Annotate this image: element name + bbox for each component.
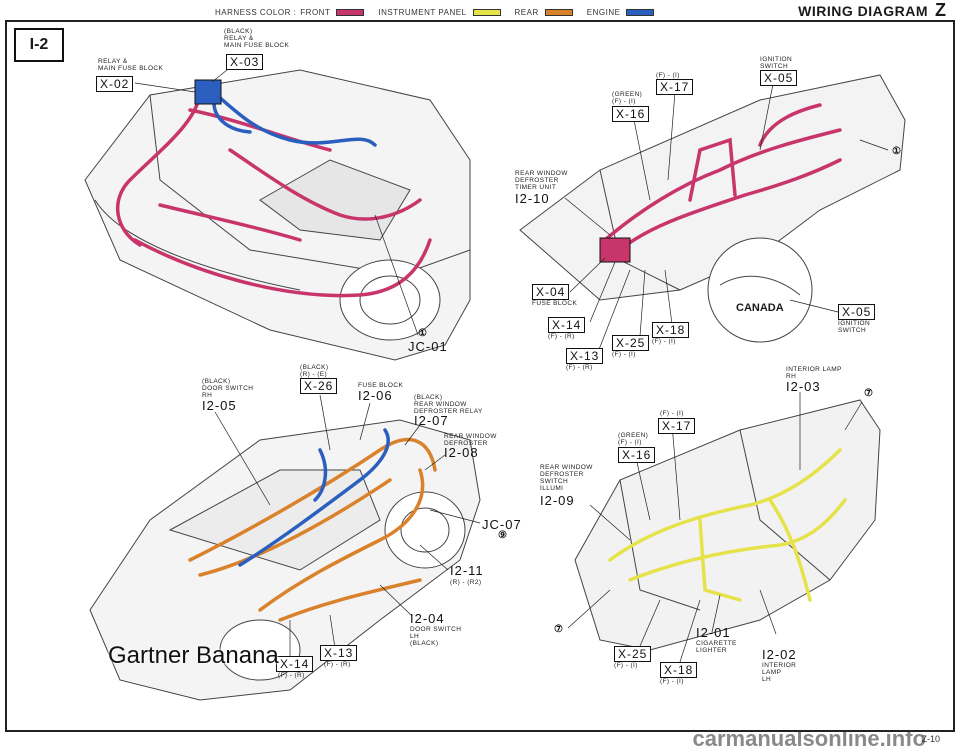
rear-callout-9: ⑨ [498,530,507,541]
rear-engine-harness [238,428,390,567]
connector-x18-ip: X-18 [660,662,698,678]
ip-leader-lines [567,392,863,663]
connector-x16-ip: X-16 [618,447,656,463]
legend-engine-swatch [626,9,655,16]
connector-x13-dash: X-13 [566,348,604,364]
connector-i202: I2-02 [762,647,797,662]
x16-pin-label: (GREEN) (F) - (I) [612,91,643,105]
connector-x02: X-02 [96,76,134,92]
ignition-switch-label: IGNITION SWITCH [760,56,793,70]
fuse-block-label-rear: FUSE BLOCK [358,382,404,389]
connector-x18-dash: X-18 [652,322,690,338]
x13-pin-label-dash: (F) - (R) [566,364,593,371]
x14-pin-label-dash: (F) - (R) [548,333,575,340]
rear-defroster-label: REAR WINDOW DEFROSTER [444,433,497,447]
ignition-switch-label-canada: IGNITION SWITCH [838,320,871,334]
x18-pin-label-dash: (F) - (I) [652,338,676,345]
x25-pin-label-dash: (F) - (I) [612,351,636,358]
door-switch-rh-label: (BLACK) DOOR SWITCH RH [202,378,254,399]
connector-i210: I2-10 [515,191,550,206]
connector-i204: I2-04 [410,611,445,626]
diagram-frame [5,20,955,732]
connector-i211: I2-11 [450,563,484,578]
connector-i201: I2-01 [696,625,731,640]
cigarette-lighter-label: CIGARETTE LIGHTER [696,640,737,654]
front-harness [115,88,432,298]
connector-x05-dash: X-05 [760,70,798,86]
defroster-relay-label: (BLACK) REAR WINDOW DEFROSTER RELAY [414,394,483,415]
ip-callout-7a: ⑦ [864,388,873,399]
x17-pin-label: (F) - (I) [656,72,680,79]
rear-leader-lines [214,394,481,660]
page-title: WIRING DIAGRAM [798,3,928,19]
legend-engine-label: ENGINE [586,8,621,17]
page-id-badge: I-2 [14,28,64,62]
connector-x03: X-03 [226,54,264,70]
ip-harness [608,448,847,602]
legend-prefix: HARNESS COLOR : [215,8,297,17]
connector-x04: X-04 [532,284,570,300]
section-letter: Z [935,0,946,20]
x13-pin-label-rear: (F) - (R) [324,661,351,668]
connector-x05-canada: X-05 [838,304,876,320]
x17-pin-label-ip: (F) - (I) [660,410,684,417]
connector-i209: I2-09 [540,493,575,508]
interior-lamp-rh-label: INTERIOR LAMP RH [786,366,842,380]
fuse-block-label: FUSE BLOCK [532,300,578,307]
x16-pin-label-ip: (GREEN) (F) - (I) [618,432,649,446]
connector-i205: I2-05 [202,398,237,413]
connector-x13-rear: X-13 [320,645,358,661]
canada-inset-label: CANADA [736,302,784,314]
connector-i203: I2-03 [786,379,821,394]
i211-pin-label: (R) - (R2) [450,579,482,586]
ip-outline [574,399,881,651]
junction-jc01: JC-01 [408,339,448,354]
page-number: Z-10 [921,734,940,744]
rear-car-outline [89,419,481,701]
defroster-switch-illumi-label: REAR WINDOW DEFROSTER SWITCH ILLUMI [540,464,593,492]
connector-x16-dash: X-16 [612,106,650,122]
connector-x26: X-26 [300,378,338,394]
interior-lamp-lh-label: INTERIOR LAMP LH [762,662,797,683]
x25-pin-label-ip: (F) - (I) [614,662,638,669]
rear-harness [188,438,437,622]
footer-site-watermark: carmanualsonline.info [692,726,927,751]
legend-rear-label: REAR [514,8,539,17]
connector-x25-ip: X-25 [614,646,652,662]
defroster-timer-label: REAR WINDOW DEFROSTER TIMER UNIT [515,170,568,191]
legend-front-label: FRONT [300,8,331,17]
dash-harness [603,103,842,252]
dash-leader-lines [564,83,889,353]
x14-pin-label-rear: (F) - (R) [278,672,305,679]
connector-i208: I2-08 [444,445,479,460]
connector-i207: I2-07 [414,413,449,428]
main-fuse-block-label: (BLACK) RELAY & MAIN FUSE BLOCK [224,28,290,49]
connector-x17-dash: X-17 [656,79,694,95]
x26-pin-label: (BLACK) (R) - (E) [300,364,329,378]
connector-x14-dash: X-14 [548,317,586,333]
relay-main-fuse-block-label: RELAY & MAIN FUSE BLOCK [98,58,164,72]
connector-x14-rear: X-14 [276,656,314,672]
legend-instrument-swatch [472,9,501,16]
front-callout-1: ① [418,328,427,339]
junction-jc07: JC-07 [482,517,522,532]
main-fuse-block-shape [194,79,222,105]
harness-color-legend: HARNESS COLOR : FRONT INSTRUMENT PANEL R… [215,8,664,17]
connector-x25-dash: X-25 [612,335,650,351]
dash-callout-1: ① [892,146,901,157]
ip-callout-7b: ⑦ [554,624,563,635]
x18-pin-label-ip: (F) - (I) [660,678,684,685]
connector-i206: I2-06 [358,388,393,403]
front-car-outline [84,69,471,361]
legend-front-swatch [336,9,365,16]
legend-instrument-label: INSTRUMENT PANEL [378,8,467,17]
legend-rear-swatch [544,9,573,16]
connector-x17-ip: X-17 [658,418,696,434]
door-switch-lh-label: DOOR SWITCH LH (BLACK) [410,626,462,647]
watermark-text: Gartner Banana [108,642,279,669]
